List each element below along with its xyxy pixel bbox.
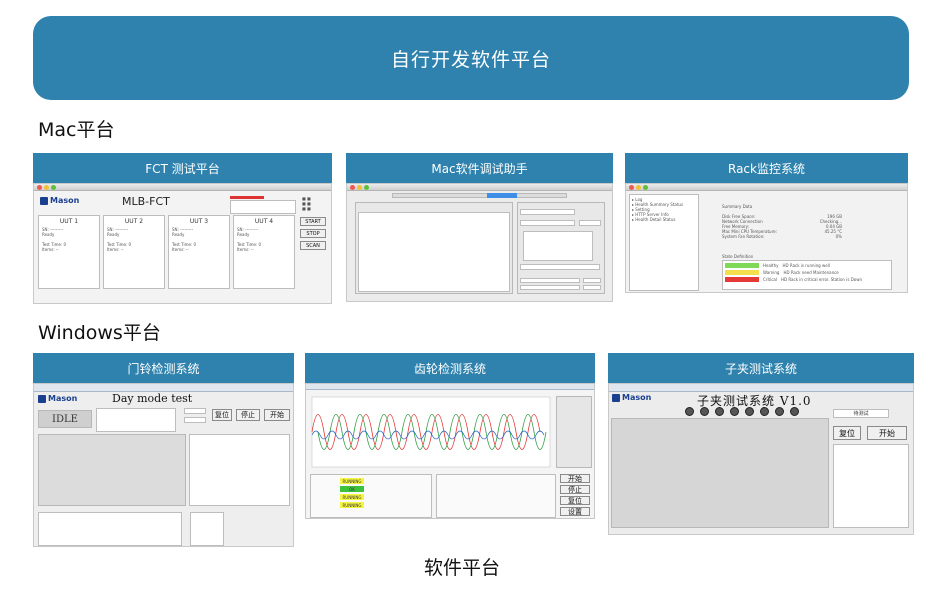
settings-button[interactable]: 设置 [560, 507, 590, 516]
indicator-row [685, 407, 799, 416]
rack-screenshot: ▸ Log ▸ Health Summary Status ▸ Setting … [625, 183, 908, 293]
windows-card-gear: 齿轮检测系统 RUNNING OK RUNNING RUNNING 开始 停止 … [305, 353, 595, 519]
mason-logo: Mason [38, 394, 77, 403]
rack-summary-rows: Disk Free Space:196 GB Network Connectio… [722, 214, 842, 239]
mason-logo: Mason [40, 196, 79, 205]
mac-section-label: Mac平台 [38, 119, 115, 141]
clamp-screenshot: Mason 子夹测试系统 V1.0 待测试 复位 开始 [608, 383, 914, 535]
doorbell-mode-title: Day mode test [112, 392, 193, 405]
gear-screenshot: RUNNING OK RUNNING RUNNING 开始 停止 复位 设置 [305, 383, 595, 519]
reset-button[interactable]: 复位 [833, 426, 861, 440]
card-title: Rack监控系统 [625, 153, 908, 183]
waveform-chart [311, 396, 551, 468]
start-button[interactable]: 开始 [264, 409, 290, 421]
mac-card-debug: Mac软件调试助手 [346, 153, 613, 302]
rack-menu[interactable]: ▸ Log ▸ Health Summary Status ▸ Setting … [629, 194, 699, 291]
mac-card-rack: Rack监控系统 ▸ Log ▸ Health Summary Status ▸… [625, 153, 908, 293]
footer-label: 软件平台 [424, 557, 501, 579]
reset-button[interactable]: 复位 [560, 496, 590, 505]
platform-title: 自行开发软件平台 [390, 48, 551, 71]
doorbell-screenshot: Mason Day mode test IDLE 复位 停止 开始 [33, 383, 294, 547]
platform-header: 自行开发软件平台 [33, 16, 909, 100]
mac-card-fct: FCT 测试平台 Mason MLB-FCT ■ ■■ ■■ ■ UUT 1 S… [33, 153, 332, 304]
card-title: 齿轮检测系统 [305, 353, 595, 383]
windows-card-doorbell: 门铃检测系统 Mason Day mode test IDLE 复位 停止 开始 [33, 353, 294, 547]
test-table [38, 434, 186, 506]
card-title: FCT 测试平台 [33, 153, 332, 183]
stop-button[interactable]: STOP [300, 229, 326, 238]
state-legend: Healthy HD Rack is running well Warning … [722, 260, 892, 290]
wave-blue [311, 430, 545, 440]
test-table [611, 418, 829, 528]
start-button[interactable]: 开始 [867, 426, 907, 440]
state-definition-label: State Definition [722, 254, 754, 259]
clamp-app-title: 子夹测试系统 V1.0 [697, 394, 812, 408]
start-button[interactable]: START [300, 217, 326, 226]
fct-screenshot: Mason MLB-FCT ■ ■■ ■■ ■ UUT 1 SN: ------… [33, 183, 332, 304]
fct-app-title: MLB-FCT [122, 195, 170, 208]
card-title: 门铃检测系统 [33, 353, 294, 383]
log-area[interactable] [833, 444, 909, 528]
warning-swatch [725, 270, 759, 275]
debug-screenshot [346, 183, 613, 302]
log-area[interactable] [358, 212, 510, 292]
reset-button[interactable]: 复位 [212, 409, 232, 421]
clamp-state: 待测试 [833, 409, 889, 418]
card-title: 子夹测试系统 [608, 353, 914, 383]
rack-summary-label: Summary Data [722, 204, 753, 209]
stop-button[interactable]: 停止 [560, 485, 590, 494]
status-badge: RUNNING [340, 478, 364, 484]
stop-button[interactable]: 停止 [236, 409, 260, 421]
log-area[interactable] [189, 434, 290, 506]
critical-swatch [725, 277, 759, 282]
idle-state: IDLE [38, 410, 92, 428]
status-badge: RUNNING [340, 502, 364, 508]
windows-section-label: Windows平台 [38, 322, 161, 344]
start-button[interactable]: 开始 [560, 474, 590, 483]
wave-green [317, 414, 547, 450]
status-badge: OK [340, 486, 364, 492]
mason-logo: Mason [612, 393, 651, 402]
card-title: Mac软件调试助手 [346, 153, 613, 183]
windows-card-clamp: 子夹测试系统 Mason 子夹测试系统 V1.0 待测试 复位 开始 [608, 353, 914, 535]
healthy-swatch [725, 263, 759, 268]
status-badge: RUNNING [340, 494, 364, 500]
scan-button[interactable]: SCAN [300, 241, 326, 250]
